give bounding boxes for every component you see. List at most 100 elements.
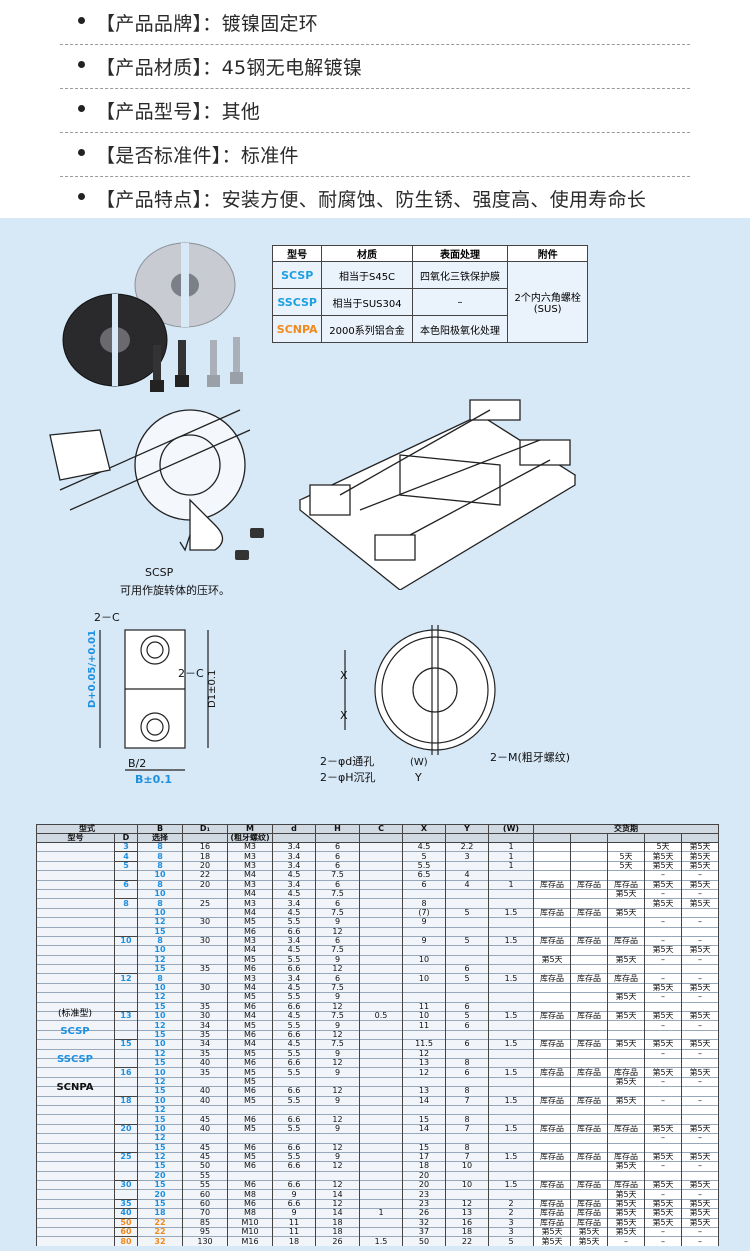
table-cell: 32 [137, 1236, 183, 1246]
table-cell: 15 [137, 1142, 183, 1153]
table-cell [681, 1057, 719, 1068]
table-cell: 11 [272, 1226, 316, 1237]
table-cell: 1.5 [488, 1180, 534, 1190]
table-cell: 7.5 [315, 1011, 360, 1021]
type-standard: (标准型) [57, 1009, 93, 1019]
table-cell [570, 1086, 608, 1097]
table-cell [445, 898, 489, 909]
header-model: 型号 [271, 245, 323, 262]
table-cell [570, 1029, 608, 1040]
table-cell: 50 [402, 1236, 446, 1246]
attribute-list: 【产品品牌】：镀镍固定环 【产品材质】：45钢无电解镀镍 【产品型号】：其他 【… [0, 0, 750, 221]
table-cell: 库存品 [607, 1151, 645, 1162]
table-cell: 12 [315, 1180, 360, 1190]
table-cell: 第5天 [681, 860, 719, 871]
table-cell [359, 1067, 403, 1078]
table-cell [644, 1170, 682, 1181]
table-cell: 第5天 [681, 851, 719, 862]
table-cell [315, 1104, 360, 1115]
type-cell [36, 1133, 115, 1143]
type-sscsp: SSCSP [56, 1054, 93, 1065]
table-cell [607, 870, 645, 881]
table-cell [114, 954, 138, 965]
table-cell [570, 851, 608, 862]
table-cell: 7.5 [315, 907, 360, 918]
table-cell: 第5天 [570, 1226, 608, 1237]
table-cell: 5天 [607, 860, 645, 871]
table-cell [533, 992, 571, 1003]
table-cell: 3 [488, 1226, 534, 1237]
table-cell: 25 [114, 1151, 138, 1162]
type-cell [36, 1170, 115, 1181]
table-cell [533, 1142, 571, 1153]
table-cell [607, 1048, 645, 1059]
table-cell: 32 [402, 1217, 446, 1228]
table-cell [681, 1114, 719, 1125]
attribute-brand: 【产品品牌】：镀镍固定环 [60, 0, 690, 45]
table-cell: 4.5 [272, 982, 316, 993]
table-cell [359, 1095, 403, 1106]
material-cell: 相当于SUS304 [321, 288, 413, 316]
table-cell: 10 [137, 1095, 183, 1106]
table-cell: 5 [445, 907, 489, 918]
table-cell: 7 [445, 1151, 489, 1162]
table-cell: – [681, 1189, 719, 1200]
table-cell: 13 [445, 1208, 489, 1219]
attribute-standard: 【是否标准件】：标准件 [60, 132, 690, 177]
table-cell [533, 851, 571, 862]
table-cell: 60 [114, 1226, 138, 1237]
table-cell: – [681, 1226, 719, 1237]
table-cell [607, 1114, 645, 1125]
table-cell [359, 851, 403, 862]
table-cell: 15 [137, 1086, 183, 1097]
table-cell [607, 898, 645, 909]
table-cell [182, 1076, 228, 1087]
table-cell: 8 [445, 1142, 489, 1153]
table-cell: 5.5 [272, 917, 316, 928]
table-cell [114, 888, 138, 899]
table-cell [359, 888, 403, 899]
table-cell [359, 1189, 403, 1200]
table-cell [359, 992, 403, 1003]
table-cell: 12 [402, 1067, 446, 1078]
table-cell: 第5天 [644, 1208, 682, 1219]
table-cell: – [681, 1095, 719, 1106]
material-table: 型号 材质 表面处理 附件 SCSP 相当于S45C 四氧化三铁保护膜 2个内六… [271, 245, 588, 343]
table-cell [681, 1029, 719, 1040]
label-b-tolerance: B±0.1 [135, 773, 172, 786]
attribute-text: 【产品材质】：45钢无电解镀镍 [96, 57, 363, 79]
table-cell [681, 907, 719, 918]
table-cell [359, 982, 403, 993]
table-cell [114, 1189, 138, 1200]
table-cell: 16 [114, 1067, 138, 1078]
table-cell [570, 1076, 608, 1087]
table-cell [114, 1001, 138, 1012]
table-cell: 20 [137, 1170, 183, 1181]
table-cell [359, 917, 403, 928]
table-cell [359, 870, 403, 881]
table-cell: 第5天 [607, 1161, 645, 1172]
table-cell: 10 [137, 945, 183, 956]
table-cell [359, 1029, 403, 1040]
table-cell: 库存品 [570, 973, 608, 984]
table-cell [488, 982, 534, 993]
table-cell [402, 888, 446, 899]
table-cell [681, 1086, 719, 1097]
table-cell [570, 926, 608, 937]
table-cell: 14 [315, 1208, 360, 1219]
table-cell: – [681, 1076, 719, 1087]
table-cell: 库存品 [570, 1011, 608, 1021]
table-cell [359, 1142, 403, 1153]
table-cell [607, 1057, 645, 1068]
table-cell: 9 [315, 954, 360, 965]
table-cell: 40 [114, 1208, 138, 1219]
table-cell: 30 [114, 1180, 138, 1190]
table-cell: M3 [227, 973, 273, 984]
table-cell: 8 [445, 1086, 489, 1097]
header-surface: 表面处理 [411, 245, 509, 262]
table-cell: 6 [402, 879, 446, 890]
table-cell: 20 [114, 1123, 138, 1134]
table-cell: M6 [227, 1198, 273, 1209]
